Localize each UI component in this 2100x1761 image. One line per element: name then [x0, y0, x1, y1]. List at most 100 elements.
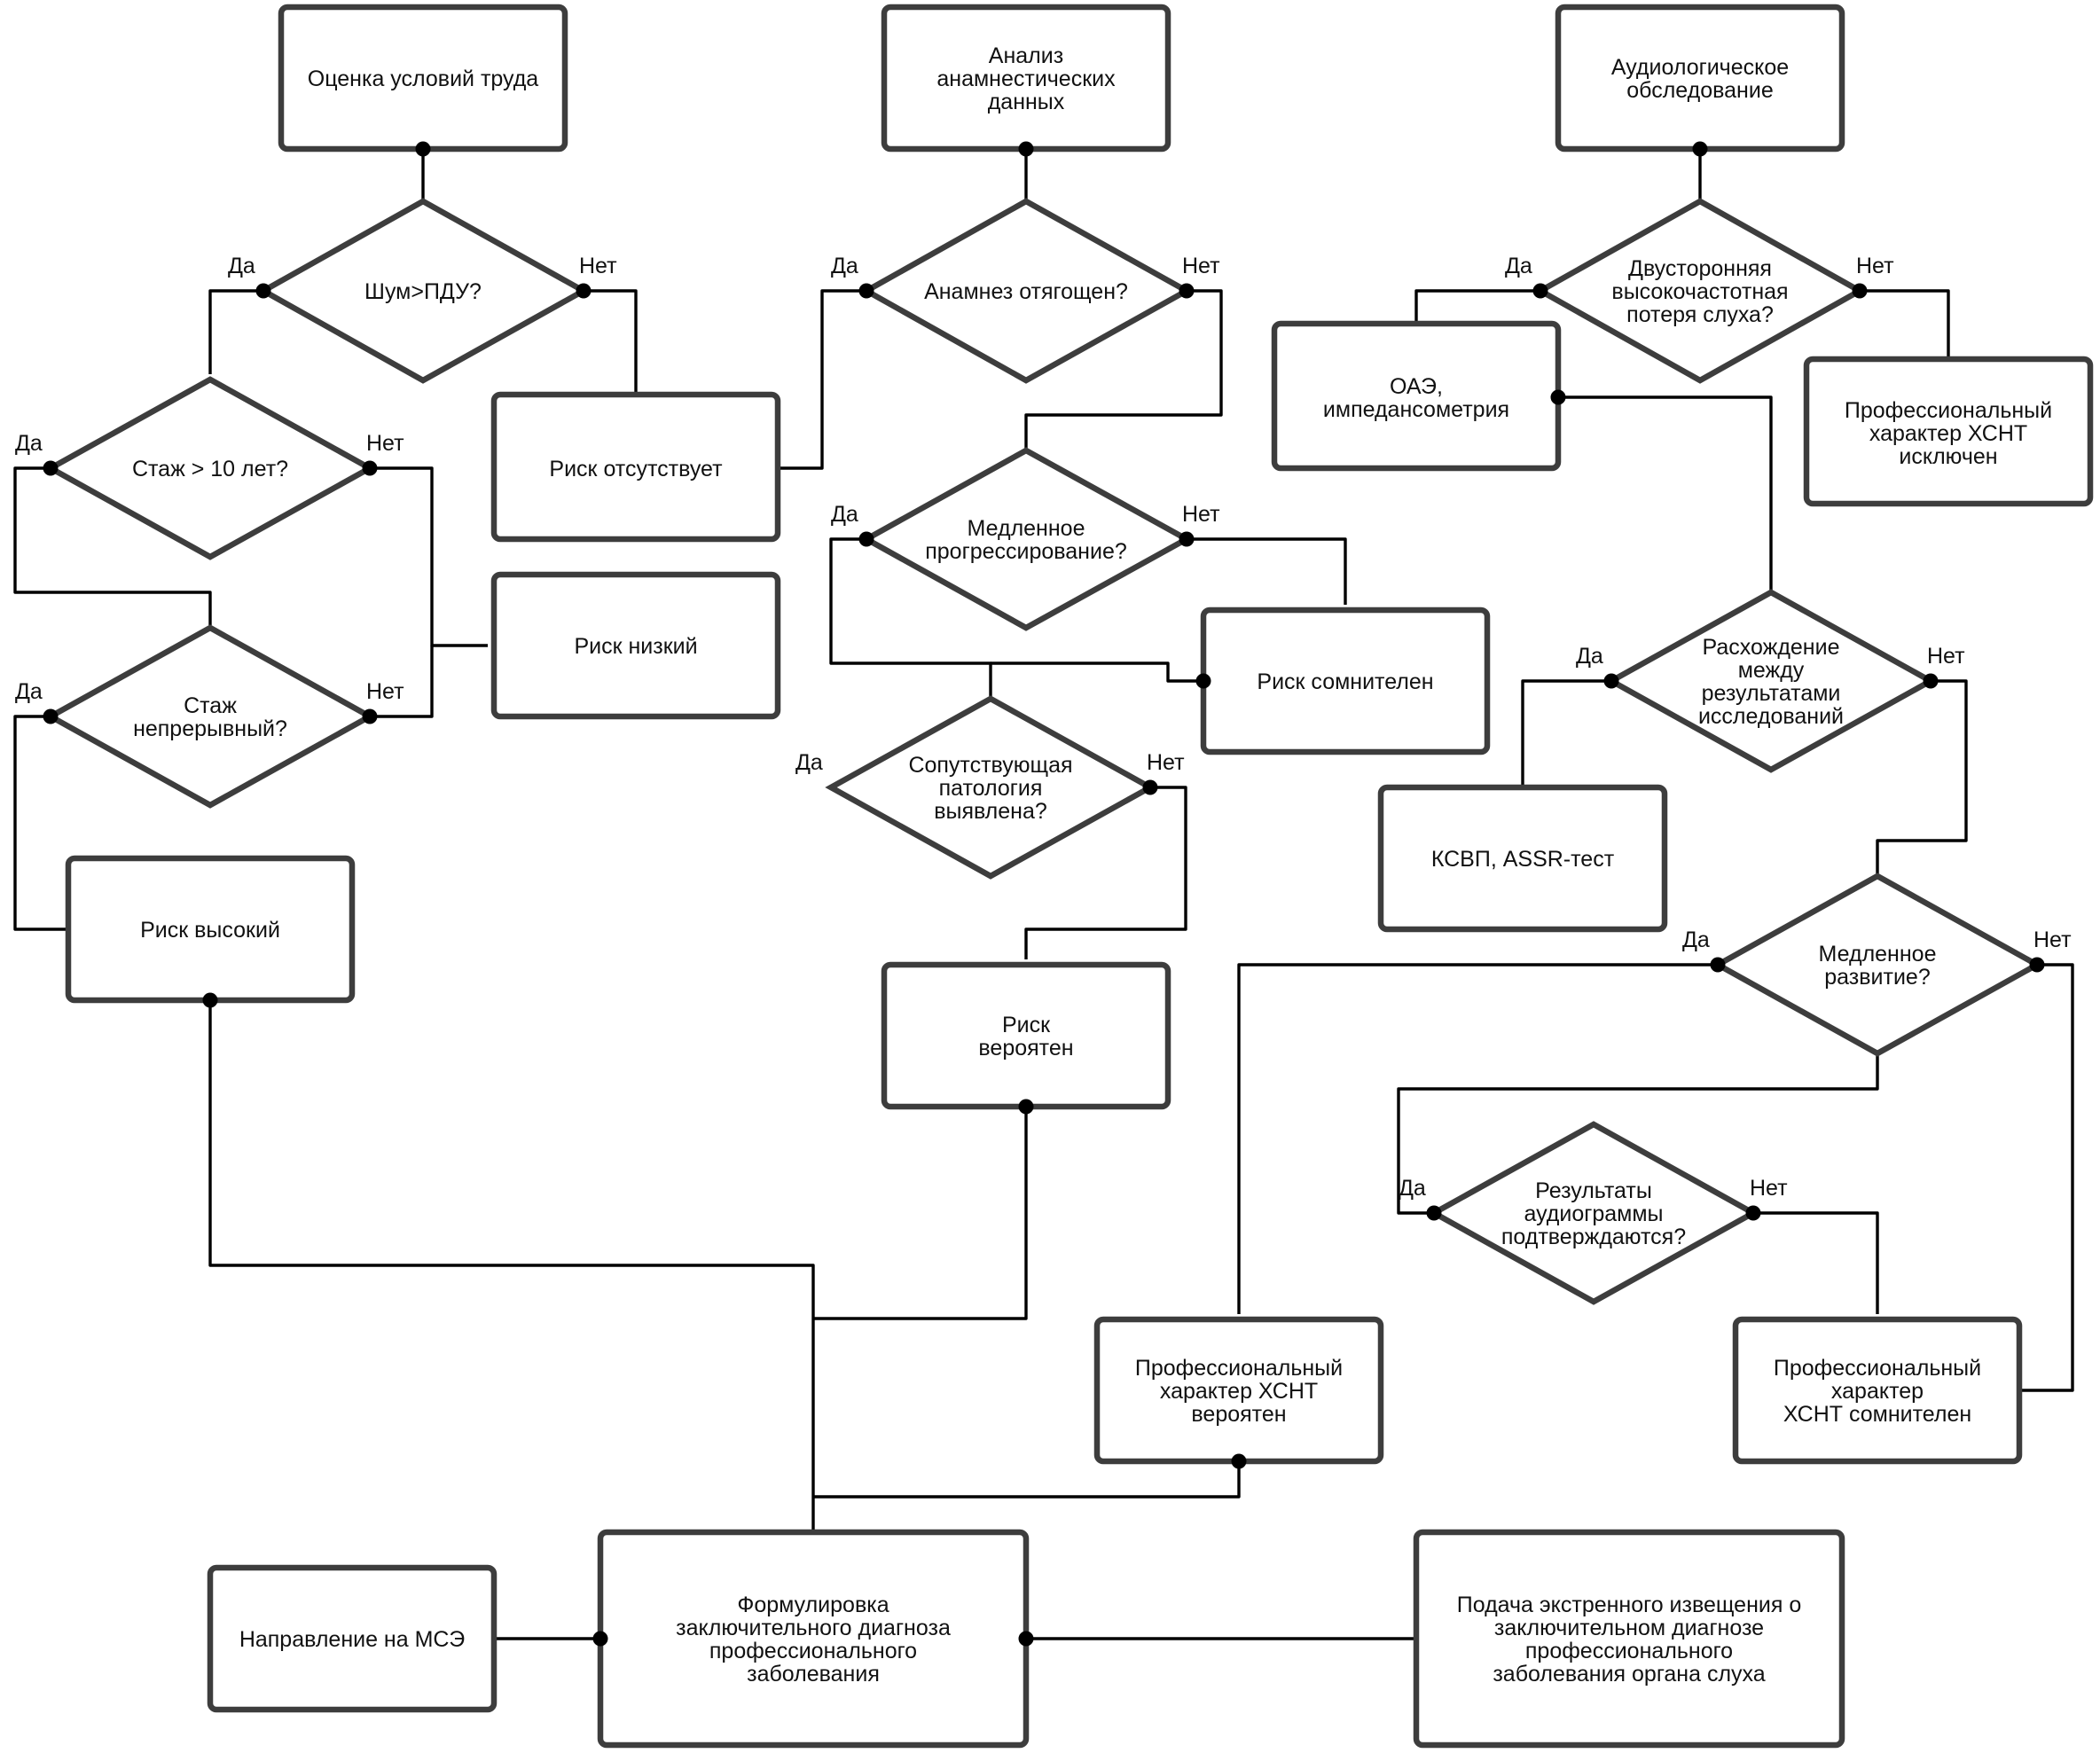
node-label-line: ОАЭ, [1390, 374, 1443, 399]
node-label-line: вероятен [978, 1036, 1073, 1061]
box-risk-absent-label: Риск отсутствует [549, 457, 723, 481]
node-label-line: импедансометрия [1323, 397, 1509, 422]
branch-label-no: Нет [366, 679, 404, 704]
branch-label-no: Нет [1927, 644, 1965, 669]
box-risk-high-label: Риск высокий [140, 918, 280, 943]
node-label-line: заболевания органа слуха [1493, 1662, 1765, 1687]
node-label-line: характер ХСНТ [1869, 421, 2027, 446]
connector-dot [43, 708, 59, 724]
node-label-line: Анамнез отягощен? [924, 279, 1128, 304]
box-ksvp-label: КСВП, ASSR-тест [1431, 847, 1615, 872]
node-label-line: Сопутствующая [908, 753, 1072, 778]
edge-continuous-no [370, 646, 434, 718]
edge-tenure-no [370, 466, 488, 647]
decision-anamnesis: Анамнез отягощен? [860, 198, 1193, 384]
node-label-line: развитие? [1824, 965, 1930, 990]
branch-label-yes: Да [831, 502, 858, 527]
node-label-line: характер ХСНТ [1160, 1379, 1318, 1404]
node-label-line: заключительном диагнозе [1494, 1616, 1764, 1640]
node-label-line: результатами [1702, 681, 1841, 706]
node-label-line: патология [939, 776, 1043, 801]
connector-dot [1923, 673, 1939, 689]
node-label-line: Медленное [968, 516, 1085, 541]
connector-dot [1710, 957, 1726, 973]
decision-noise-label: Шум>ПДУ? [364, 279, 482, 304]
edge-comorbidity-no [1024, 786, 1187, 959]
box-risk-doubtful: Риск сомнителен [1200, 607, 1491, 755]
node-label-line: ХСНТ сомнителен [1783, 1402, 1971, 1427]
edge-anamnesis-no [1024, 289, 1223, 450]
node-label-line: выявлена? [934, 799, 1047, 824]
edge-slowdev-yes [1237, 963, 1718, 1314]
node-label-line: Двусторонняя [1628, 256, 1772, 281]
node-label-line: Шум>ПДУ? [364, 279, 482, 304]
node-label-line: аудиограммы [1524, 1201, 1663, 1226]
edge-high-to-final [208, 1000, 815, 1530]
node-label-line: Оценка условий труда [308, 67, 539, 91]
node-label-line: Риск отсутствует [549, 457, 723, 481]
node-label-line: Расхождение [1703, 635, 1840, 660]
edge-probable-to-final [813, 1107, 1028, 1320]
node-label-line: высокочастотная [1611, 279, 1788, 304]
connector-dot [1852, 283, 1868, 299]
node-label-line: Стаж [184, 693, 237, 718]
edge-slowdev-to-audiogram [1397, 1053, 1879, 1215]
node-label-line: подтверждаются? [1501, 1225, 1686, 1249]
box-risk-low: Риск низкий [490, 571, 781, 720]
branch-label-no: Нет [366, 431, 404, 456]
node-label-line: Стаж > 10 лет? [132, 457, 288, 481]
edge-continuous-yes [13, 715, 66, 931]
connector-dot [1692, 141, 1708, 157]
node-label-line: профессионального [709, 1639, 917, 1663]
connector-dot [858, 531, 874, 547]
branch-label-yes: Да [831, 254, 858, 278]
node-label-line: Результаты [1535, 1178, 1652, 1203]
connector-dot [1179, 531, 1195, 547]
connector-dot [1018, 1631, 1034, 1647]
edge-xsnt-probable-to-final [813, 1461, 1241, 1499]
node-label-line: Медленное [1819, 942, 1937, 967]
node-label-line: Подача экстренного извещения о [1457, 1593, 1802, 1617]
node-label-line: вероятен [1191, 1402, 1286, 1427]
branch-label-yes: Да [15, 679, 43, 704]
node-label-line: Направление на МСЭ [239, 1627, 465, 1652]
box-risk-doubtful-label: Риск сомнителен [1257, 669, 1433, 694]
node-label-line: Профессиональный [1135, 1356, 1343, 1381]
node-label-line: анамнестических [936, 67, 1116, 91]
connector-dot [1018, 141, 1034, 157]
connector-dot [1231, 1453, 1247, 1469]
decision-tenure: Стаж > 10 лет? [44, 376, 376, 560]
branch-label-yes: Да [1682, 927, 1710, 952]
edge-progress-no [1187, 537, 1347, 605]
branch-label-no: Нет [2033, 927, 2072, 952]
node-label-line: данных [988, 90, 1065, 114]
edge-noise-yes [208, 289, 263, 374]
connector-dot [1018, 1099, 1034, 1115]
node-label-line: Риск [1002, 1013, 1051, 1037]
connector-dot [858, 283, 874, 299]
connector-dot [1745, 1205, 1761, 1221]
connector-dot [592, 1631, 608, 1647]
box-work-conditions: Оценка условий труда [278, 4, 568, 153]
connector-dot [255, 283, 271, 299]
node-label-line: исследований [1698, 704, 1844, 729]
